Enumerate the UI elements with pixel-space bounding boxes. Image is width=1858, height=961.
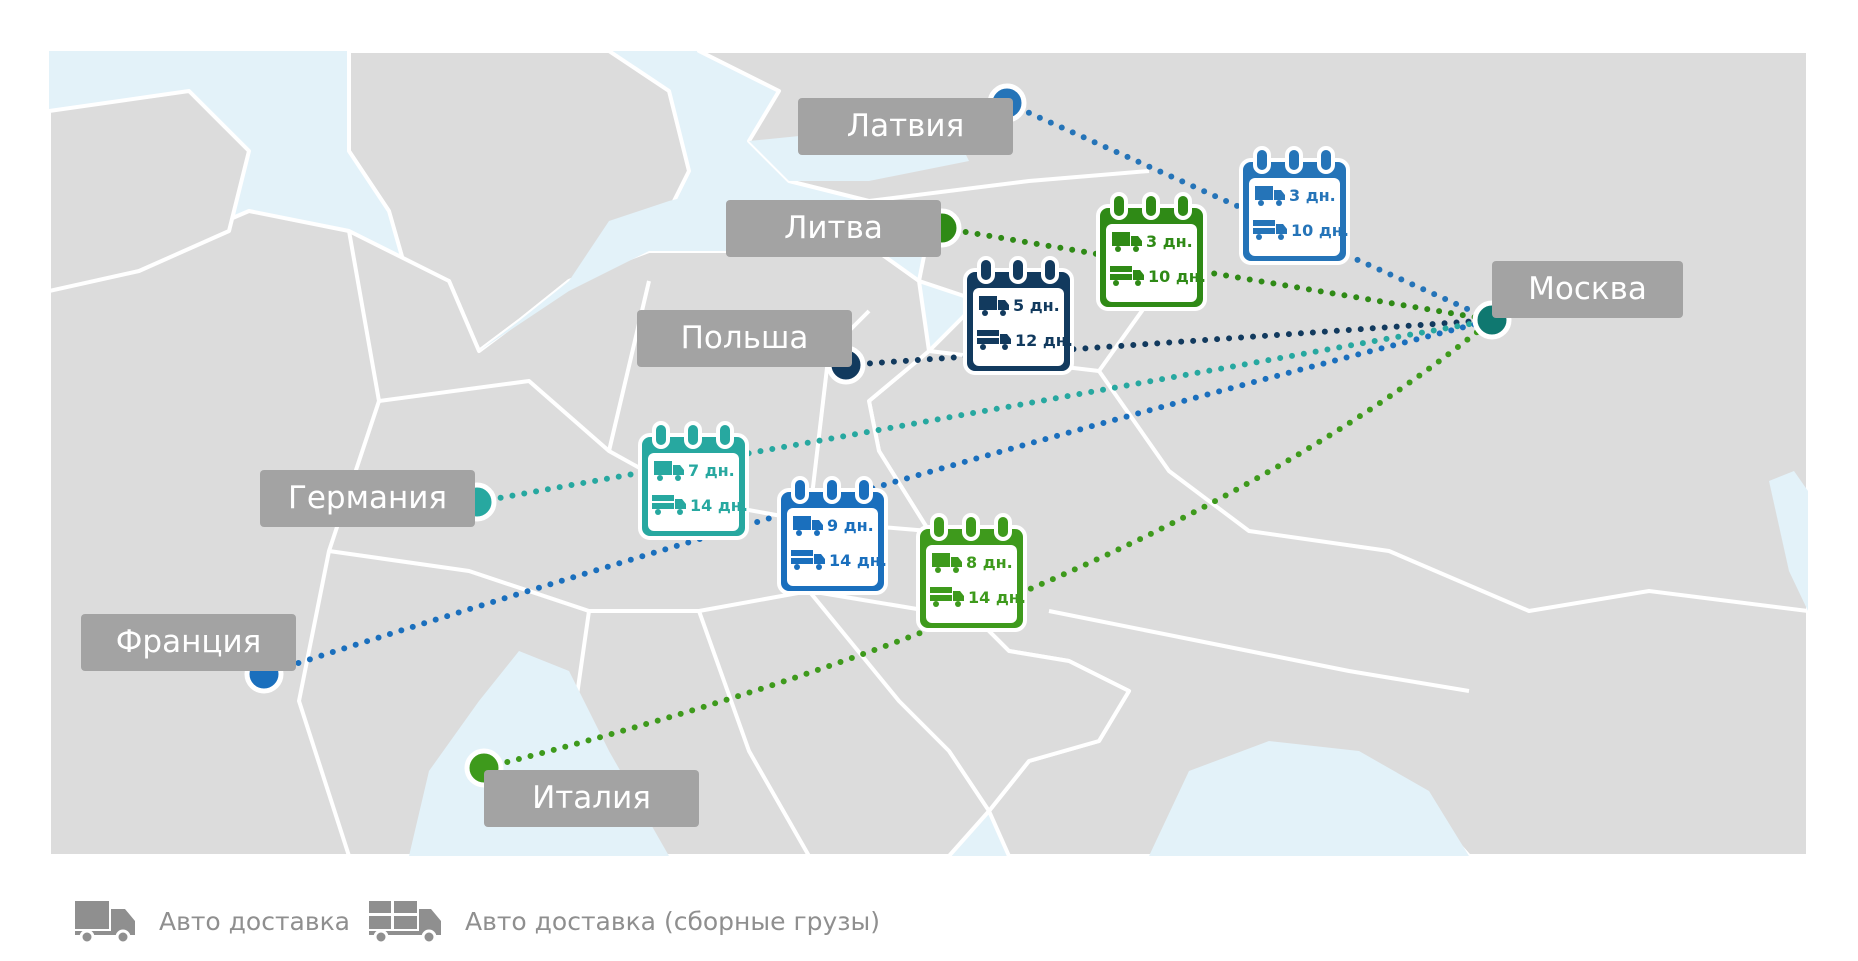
truck-icon xyxy=(979,296,1009,316)
truck-icon xyxy=(793,516,823,536)
route-groupage-time: 12 дн. xyxy=(1015,331,1073,350)
groupage-truck-icon xyxy=(977,330,1011,350)
calendar-italy: 8 дн. 14 дн. xyxy=(916,513,1027,632)
groupage-truck-icon xyxy=(652,495,686,515)
calendar-france: 9 дн. 14 дн. xyxy=(777,476,888,595)
legend-auto: Авто доставка xyxy=(73,895,350,947)
groupage-truck-icon xyxy=(369,901,441,945)
route-groupage-time: 14 дн. xyxy=(829,551,887,570)
city-label-italy[interactable]: Италия xyxy=(484,770,699,827)
calendar-germany: 7 дн. 14 дн. xyxy=(638,421,749,540)
route-groupage-time: 10 дн. xyxy=(1291,221,1349,240)
route-auto-time: 3 дн. xyxy=(1146,232,1193,251)
route-groupage-time: 14 дн. xyxy=(690,496,748,515)
calendar-lithuania: 3 дн. 10 дн. xyxy=(1096,192,1207,311)
city-label-moscow[interactable]: Москва xyxy=(1492,261,1683,318)
city-label-germany[interactable]: Германия xyxy=(260,470,475,527)
route-groupage-time: 10 дн. xyxy=(1148,267,1206,286)
route-germany-moscow xyxy=(474,317,1495,505)
truck-icon xyxy=(75,901,135,945)
groupage-truck-icon xyxy=(791,550,825,570)
legend-groupage: Авто доставка (сборные грузы) xyxy=(367,895,880,947)
route-auto-time: 5 дн. xyxy=(1013,296,1060,315)
calendar-latvia: 3 дн. 10 дн. xyxy=(1239,146,1350,265)
truck-icon xyxy=(932,553,962,573)
route-auto-time: 3 дн. xyxy=(1289,186,1336,205)
legend-auto-label: Авто доставка xyxy=(159,906,351,936)
city-label-latvia[interactable]: Латвия xyxy=(798,98,1013,155)
city-label-france[interactable]: Франция xyxy=(81,614,296,671)
route-poland-moscow xyxy=(843,317,1495,368)
route-auto-time: 8 дн. xyxy=(966,553,1013,572)
truck-icon xyxy=(1112,232,1142,252)
route-groupage-time: 14 дн. xyxy=(968,588,1026,607)
city-label-lithuania[interactable]: Литва xyxy=(726,200,941,257)
calendar-poland: 5 дн. 12 дн. xyxy=(963,256,1074,375)
route-auto-time: 9 дн. xyxy=(827,516,874,535)
legend-groupage-label: Авто доставка (сборные грузы) xyxy=(465,906,881,936)
groupage-truck-icon xyxy=(1253,220,1287,240)
route-auto-time: 7 дн. xyxy=(688,461,735,480)
groupage-truck-icon xyxy=(1110,266,1144,286)
city-label-poland[interactable]: Польша xyxy=(637,310,852,367)
groupage-truck-icon xyxy=(930,587,964,607)
route-lithuania-moscow xyxy=(939,225,1495,323)
truck-icon xyxy=(1255,186,1285,206)
truck-icon xyxy=(654,461,684,481)
